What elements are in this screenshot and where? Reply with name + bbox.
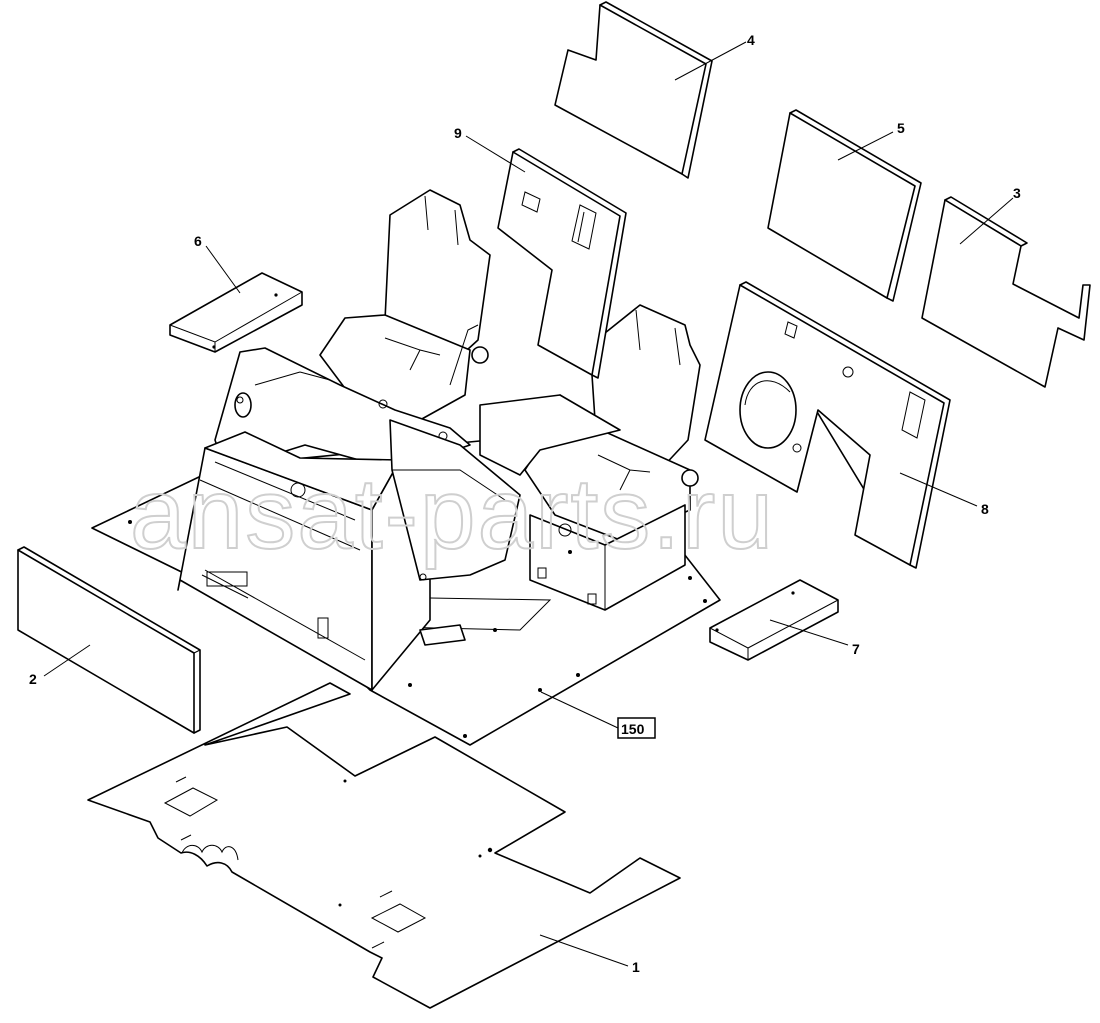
- watermark-text: ansat-parts.ru: [130, 458, 775, 570]
- part-8-large-panel: [704, 281, 951, 569]
- leader-lines: [43, 41, 1014, 967]
- callout-8: 8: [981, 501, 989, 517]
- part-7-side-pad: [709, 579, 839, 661]
- part-9-wall-pad: [497, 148, 627, 379]
- callout-7: 7: [852, 641, 860, 657]
- callout-150: 150: [621, 721, 645, 737]
- part-5-right-pad: [767, 109, 922, 302]
- part-6-side-pad: [169, 272, 303, 353]
- part-4-top-pad: [554, 1, 713, 179]
- part-2-front-panel: [17, 546, 201, 734]
- callout-5: 5: [897, 120, 905, 136]
- part-3-right-pad: [921, 196, 1091, 388]
- callout-2: 2: [29, 671, 37, 687]
- callout-4: 4: [747, 32, 755, 48]
- callout-3: 3: [1013, 185, 1021, 201]
- callout-labels: 1 2 3 4 5 6 7 8 9 150: [29, 32, 1021, 975]
- part-1-floor-mat: [87, 682, 681, 1009]
- part-150-console-assembly: [91, 189, 721, 746]
- callout-6: 6: [194, 233, 202, 249]
- callout-1: 1: [632, 959, 640, 975]
- callout-150-box: [617, 717, 656, 739]
- callout-9: 9: [454, 125, 462, 141]
